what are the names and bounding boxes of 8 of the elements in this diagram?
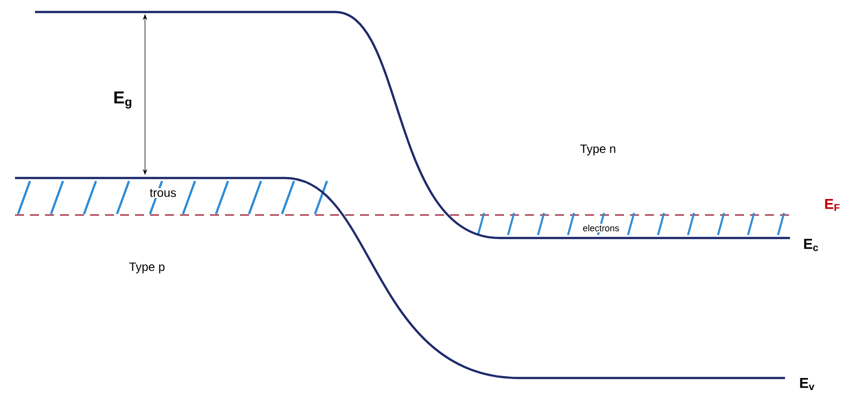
region-label: Type p [129, 262, 164, 274]
band-label: E$_{g}$ [114, 92, 132, 109]
band-label: E$_{v}$ [800, 378, 814, 390]
band-label: E$_{F}$ [825, 198, 840, 212]
region-label: Type n [580, 144, 616, 156]
carrier-label: trous [148, 188, 178, 198]
band-label: E$_{c}$ [804, 238, 818, 252]
carrier-label: electrons [582, 224, 620, 232]
